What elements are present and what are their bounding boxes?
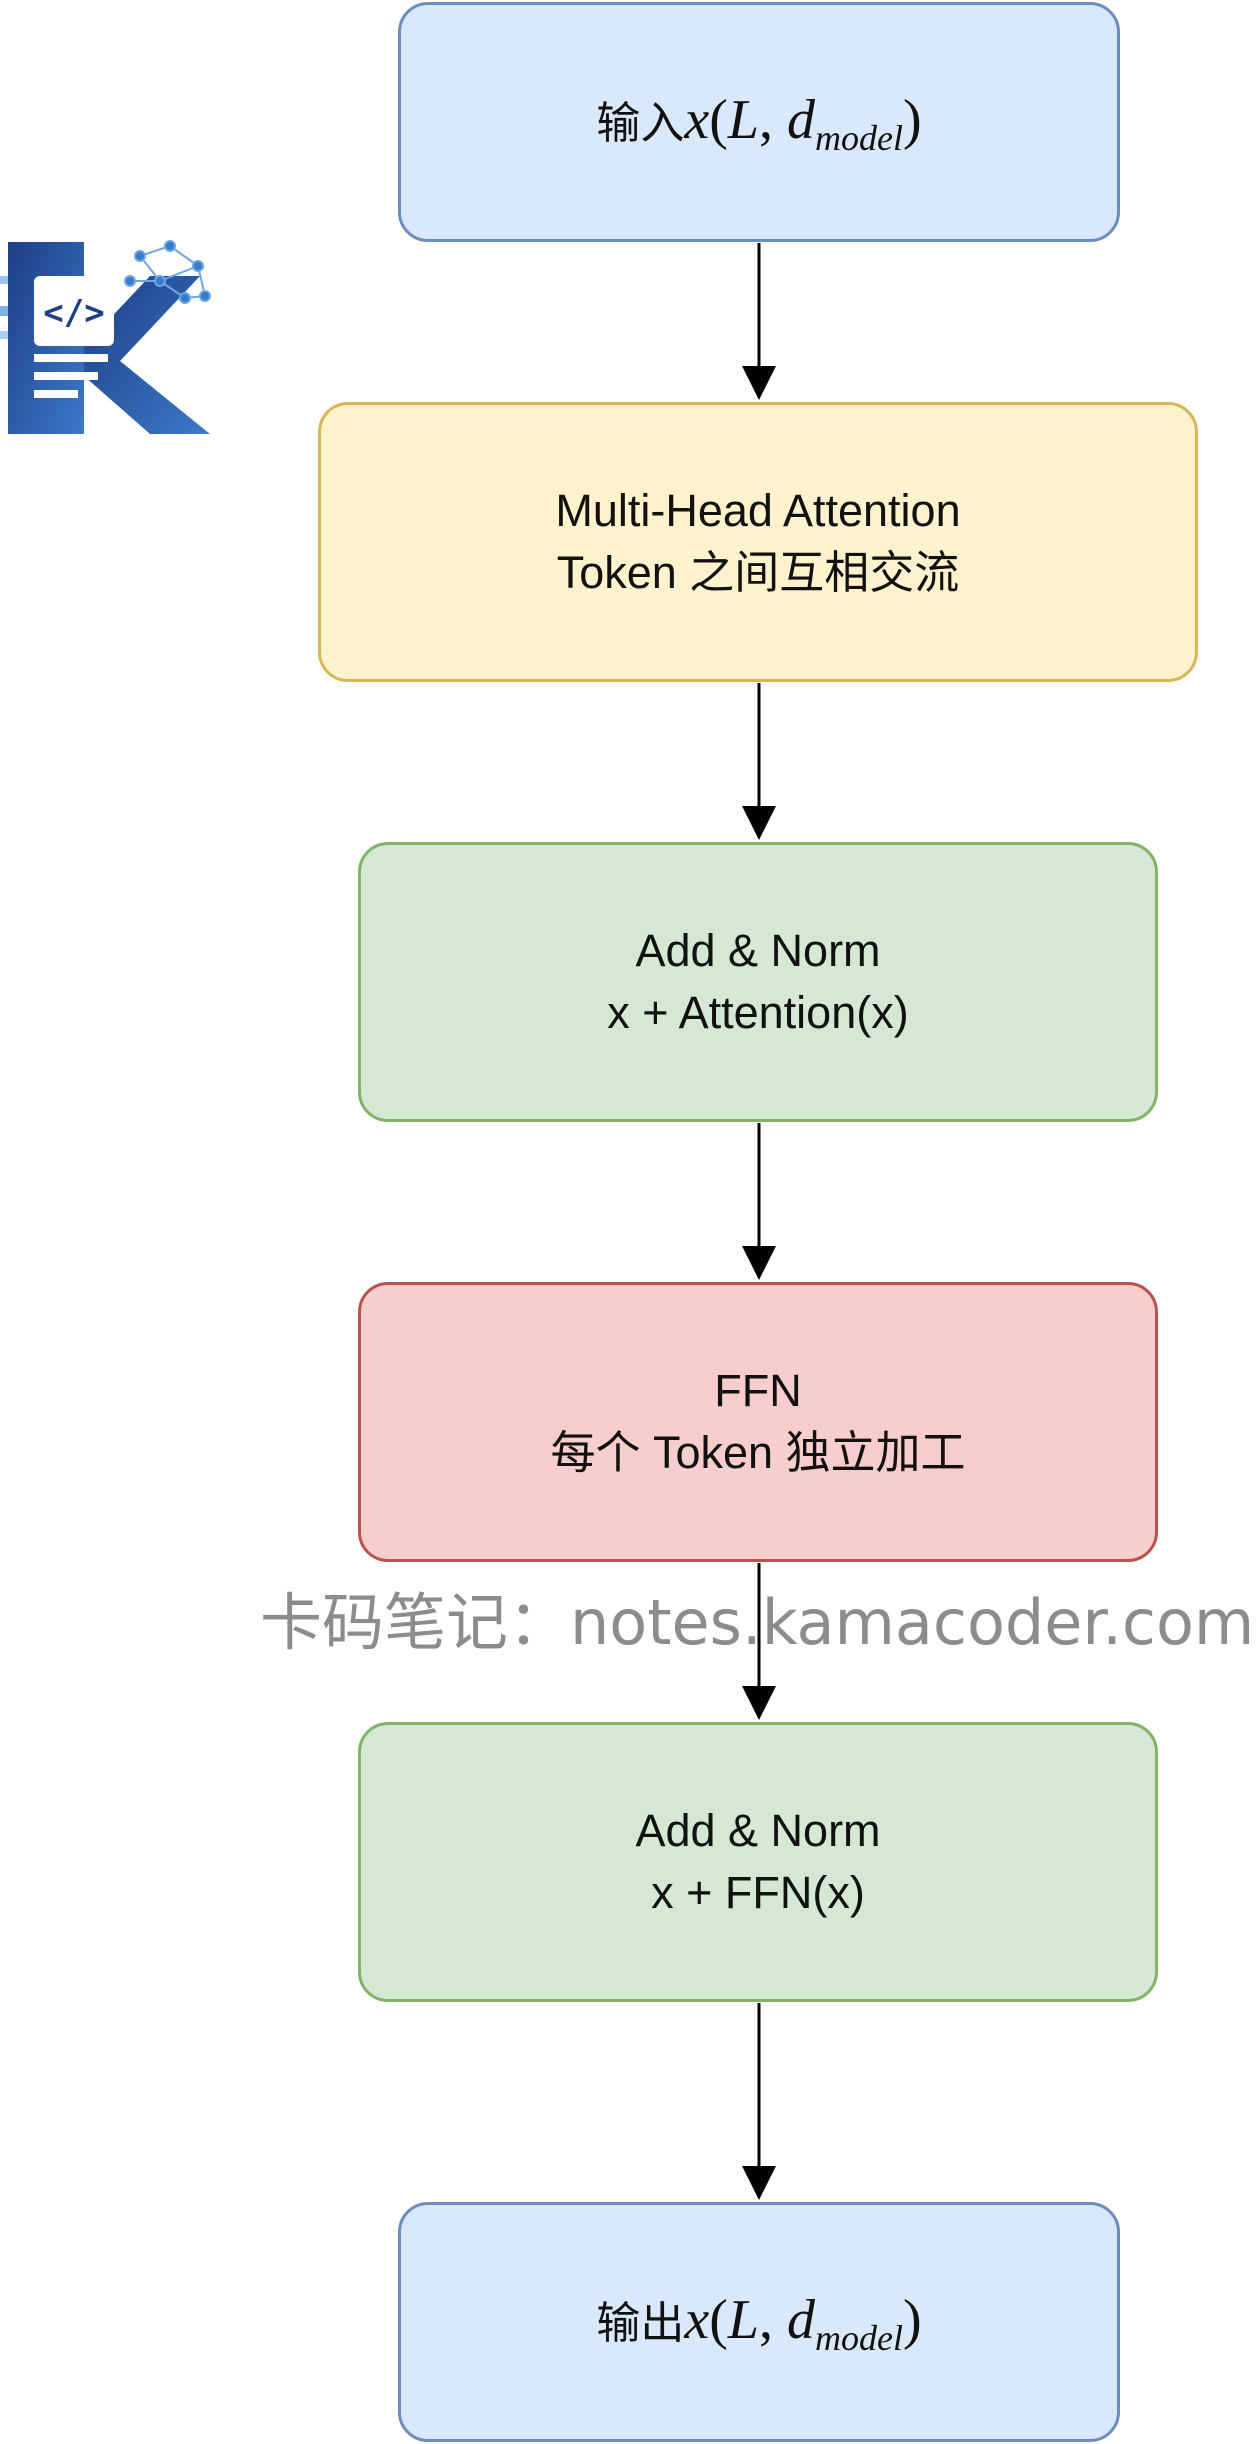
node-add-norm-attention: Add & Norm x + Attention(x): [358, 842, 1158, 1122]
node-add2-line-1: Add & Norm: [635, 1805, 881, 1856]
node-ffn: FFN 每个 Token 独立加工: [358, 1282, 1158, 1562]
node-add1-line-1: Add & Norm: [635, 925, 881, 976]
node-output-formula: x(L, dmodel): [684, 2289, 922, 2358]
kamacoder-logo-icon: </>: [0, 240, 211, 434]
edge-mha-to-add1: [742, 683, 776, 840]
node-input-label: 输入x(L, dmodel): [596, 89, 922, 158]
node-add2-line-2: x + FFN(x): [651, 1867, 865, 1918]
node-add-norm-ffn: Add & Norm x + FFN(x): [358, 1722, 1158, 2002]
node-output-prefix: 输出: [596, 2298, 685, 2349]
node-ffn-line-1: FFN: [714, 1365, 802, 1416]
node-mha-line-1: Multi-Head Attention: [555, 485, 961, 536]
node-output-label: 输出x(L, dmodel): [596, 2289, 922, 2358]
edge-add2-to-output: [742, 2003, 776, 2200]
node-mha-line-2: Token 之间互相交流: [556, 547, 960, 598]
node-multi-head-attention: Multi-Head Attention Token 之间互相交流: [318, 402, 1198, 682]
edge-add1-to-ffn: [742, 1123, 776, 1280]
edge-input-to-mha: [742, 243, 776, 400]
node-input: 输入x(L, dmodel): [398, 2, 1120, 242]
node-output: 输出x(L, dmodel): [398, 2202, 1120, 2442]
node-add1-line-2: x + Attention(x): [607, 987, 909, 1038]
node-input-prefix: 输入: [596, 98, 685, 149]
node-ffn-line-2: 每个 Token 独立加工: [550, 1427, 966, 1478]
svg-text:</>: </>: [43, 293, 104, 333]
watermark-text: 卡码笔记：notes.kamacoder.com: [260, 1586, 1255, 1659]
node-input-formula: x(L, dmodel): [684, 89, 922, 158]
